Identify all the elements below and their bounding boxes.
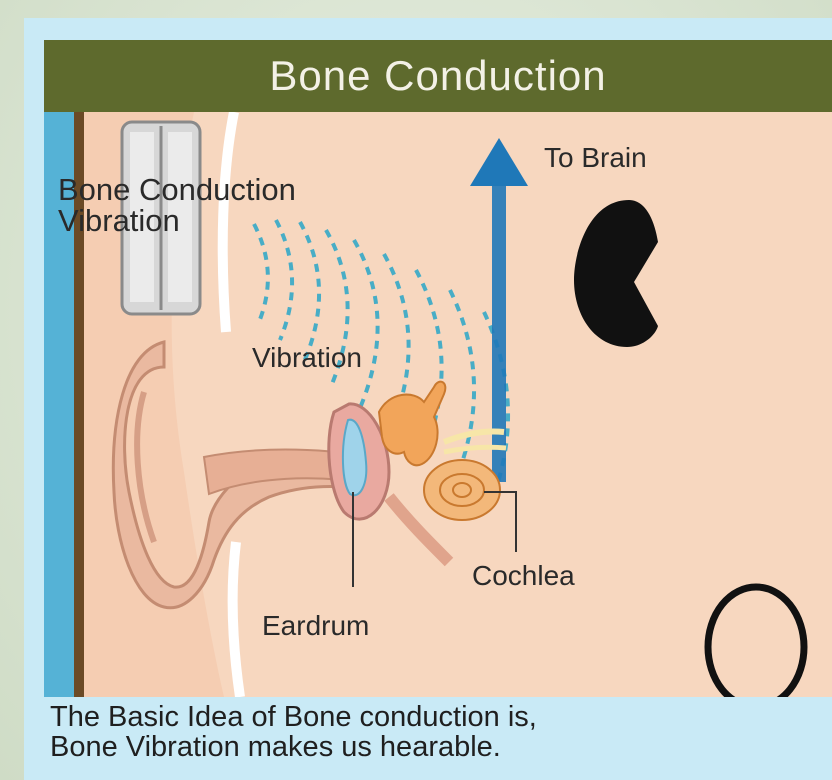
caption: The Basic Idea of Bone conduction is, Bo… [50,702,830,763]
bone-conduction-label-line2: Vibration [58,205,296,236]
to-brain-label: To Brain [544,144,647,172]
bone-conduction-vibration-label: Bone Conduction Vibration [58,174,296,236]
caption-line2: Bone Vibration makes us hearable. [50,732,830,762]
bone-conduction-diagram: Bone Conduction Vibration To Brain Vibra… [44,112,832,697]
title-bar: Bone Conduction [44,40,832,112]
vibration-label: Vibration [252,344,362,372]
caption-line1: The Basic Idea of Bone conduction is, [50,702,830,732]
page-title: Bone Conduction [269,52,606,100]
cochlea-shape [424,460,500,520]
bone-conduction-label-line1: Bone Conduction [58,174,296,205]
eardrum-label: Eardrum [262,612,369,640]
cochlea-label: Cochlea [472,562,575,590]
